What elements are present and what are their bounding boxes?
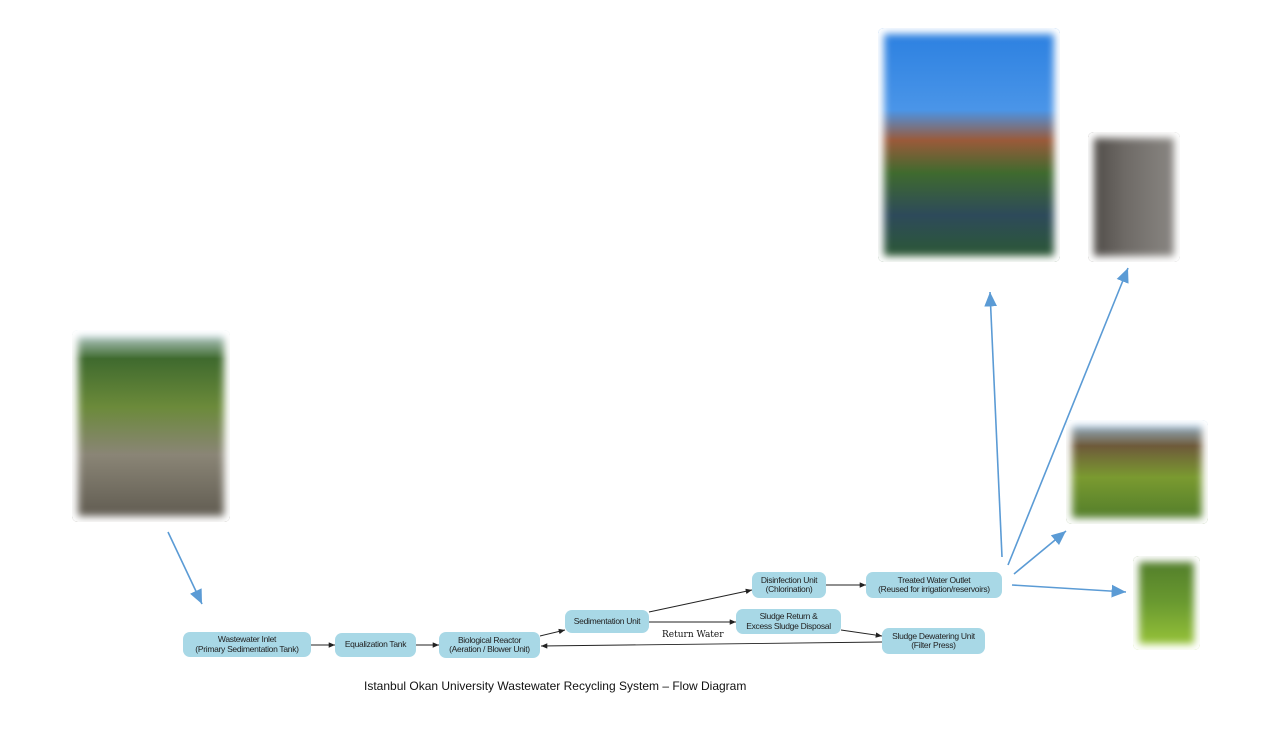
edge-bioreactor-sedimentation <box>539 628 566 637</box>
arrow-photo-to-inlet <box>167 531 203 605</box>
photo-garden-trees <box>1066 420 1208 524</box>
diagram-caption: Istanbul Okan University Wastewater Recy… <box>364 679 747 693</box>
edge-sludge-dewatering <box>840 629 883 638</box>
node-label: Disinfection Unit <box>760 574 818 585</box>
node-sublabel: Excess Sludge Disposal <box>746 620 831 631</box>
node-label: Sludge Return & <box>759 611 818 622</box>
arrow-to-garden <box>1013 530 1067 575</box>
arrow-to-pond <box>984 291 1003 558</box>
node-label: Sedimentation Unit <box>573 615 641 626</box>
edge-sedimentation-disinfection <box>648 588 753 613</box>
node-sublabel: (Reused for irrigation/reservoirs) <box>878 584 990 594</box>
node-sublabel: (Filter Press) <box>911 640 956 650</box>
node-wastewater-inlet: Wastewater Inlet(Primary Sedimentation T… <box>183 632 311 657</box>
node-sludge-return: Sludge Return &Excess Sludge Disposal <box>736 609 841 634</box>
node-treated-water-outlet: Treated Water Outlet(Reused for irrigati… <box>866 572 1002 598</box>
node-equalization-tank: Equalization Tank <box>335 633 416 657</box>
node-disinfection-unit: Disinfection Unit(Chlorination) <box>752 572 826 598</box>
photo-stream-garden <box>72 330 230 522</box>
edge-label-return-water: Return Water <box>662 630 724 640</box>
node-label: Sludge Dewatering Unit <box>892 630 975 641</box>
node-sludge-dewatering: Sludge Dewatering Unit(Filter Press) <box>882 628 985 654</box>
photo-lawn-tree <box>1133 556 1200 650</box>
node-sedimentation-unit: Sedimentation Unit <box>565 610 649 633</box>
node-label: Wastewater Inlet <box>217 634 277 645</box>
node-sublabel: (Primary Sedimentation Tank) <box>195 643 299 654</box>
node-sublabel: (Chlorination) <box>765 584 813 594</box>
node-biological-reactor: Biological Reactor(Aeration / Blower Uni… <box>439 632 540 658</box>
arrow-to-restroom <box>1007 267 1129 566</box>
node-label: Treated Water Outlet <box>897 574 971 585</box>
photo-restroom <box>1088 132 1180 262</box>
node-label: Biological Reactor <box>457 634 522 645</box>
photo-campus-pond <box>878 28 1060 262</box>
node-label: Equalization Tank <box>344 639 407 650</box>
node-sublabel: (Aeration / Blower Unit) <box>449 644 530 654</box>
arrow-to-lawn <box>1011 584 1127 598</box>
edge-return-water <box>540 641 883 649</box>
